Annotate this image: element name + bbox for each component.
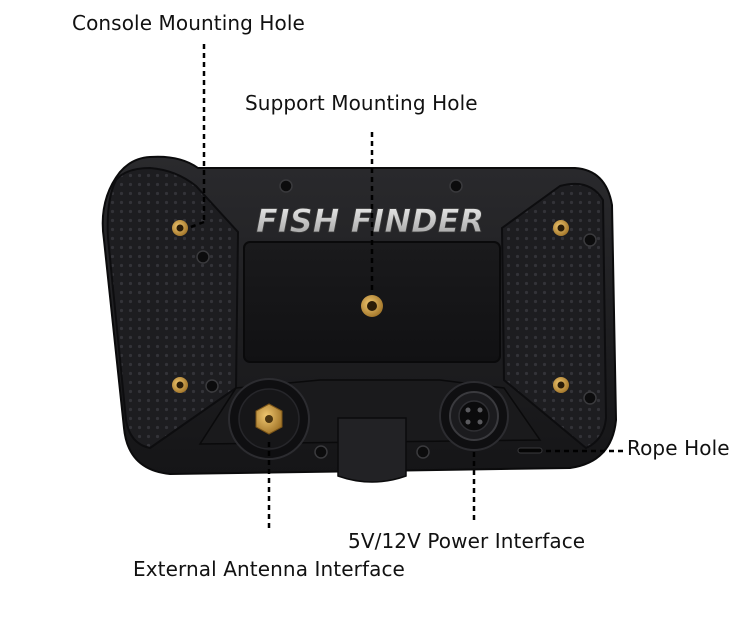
right-grip <box>500 182 608 450</box>
screw-bottom-left <box>314 445 328 459</box>
support-mounting-hole <box>361 295 383 317</box>
screw-bottom-right <box>416 445 430 459</box>
console-mounting-hole-bottom-right <box>553 377 569 393</box>
label-support-mounting-hole: Support Mounting Hole <box>245 91 478 115</box>
label-rope-hole: Rope Hole <box>627 436 730 460</box>
label-console-mounting-hole: Console Mounting Hole <box>72 11 305 35</box>
console-mounting-hole-top-right <box>553 220 569 236</box>
external-antenna-connector <box>228 378 310 460</box>
leader-console-mounting-hole-hook <box>187 220 205 230</box>
screw-top-right <box>449 179 463 193</box>
label-external-antenna-interface: External Antenna Interface <box>133 557 405 581</box>
brand-logo: FISH FINDER <box>256 202 484 240</box>
screw-right-upper <box>583 233 597 247</box>
screw-left-lower <box>205 379 219 393</box>
screw-left-upper <box>196 250 210 264</box>
console-mounting-hole-top-left <box>172 220 188 236</box>
bottom-stand-tab <box>337 417 407 483</box>
screw-top-left <box>279 179 293 193</box>
label-power-interface: 5V/12V Power Interface <box>348 529 586 553</box>
screw-right-lower <box>583 391 597 405</box>
console-mounting-hole-bottom-left <box>172 377 188 393</box>
rope-hole <box>517 447 543 454</box>
power-connector <box>439 381 509 451</box>
